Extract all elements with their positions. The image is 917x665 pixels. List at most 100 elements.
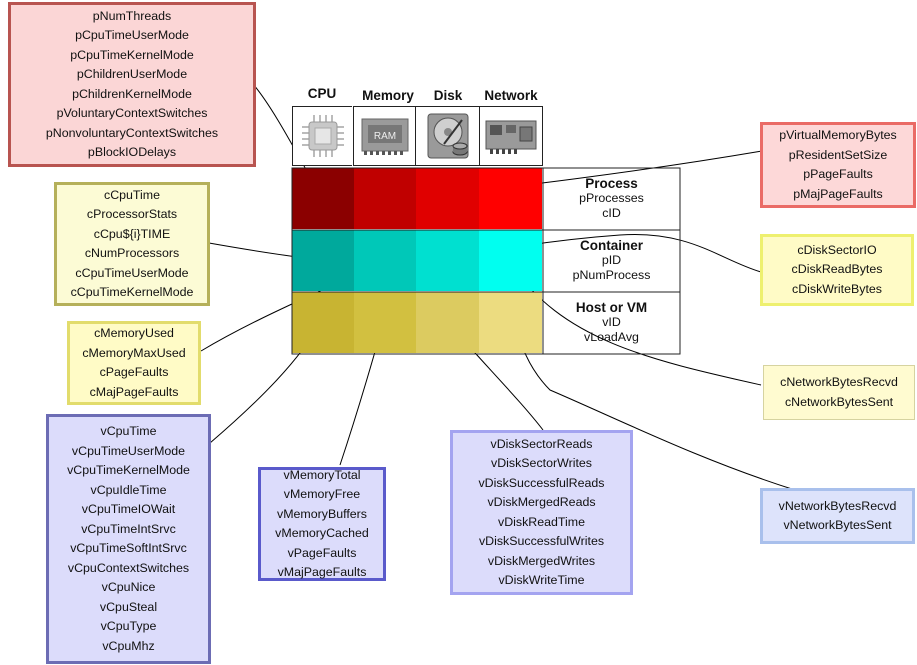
metric-item: cCpuTimeUserMode (75, 265, 189, 280)
metrics-box-container-network: cNetworkBytesRecvd cNetworkBytesSent (763, 365, 915, 420)
metric-item: vCpuTimeSoftIntSrvc (70, 541, 187, 555)
column-header-cpu: CPU (307, 86, 337, 101)
cpu-cell (292, 106, 352, 166)
metric-item: cDiskReadBytes (791, 262, 883, 277)
metric-item: vDiskSectorWrites (491, 456, 592, 470)
cell-host-disk (416, 292, 479, 353)
metric-item: vCpuTimeKernelMode (67, 463, 190, 477)
cell-container-memory (354, 230, 417, 291)
disk-cell (415, 106, 479, 166)
cell-container-disk (416, 230, 479, 291)
metric-item: cNetworkBytesRecvd (780, 375, 898, 389)
metric-item: vNetworkBytesRecvd (778, 498, 897, 513)
cpu-chip-icon (301, 115, 344, 157)
row-label-process: Process pProcesses cID (543, 176, 680, 221)
metric-item: cProcessorStats (86, 207, 178, 221)
metric-item: cCpuTimeKernelMode (70, 285, 194, 299)
metric-item: pCpuTimeUserMode (75, 28, 189, 42)
row-title-process: Process (585, 176, 638, 191)
metric-item: cNumProcessors (84, 246, 180, 260)
cell-process-disk (416, 168, 479, 229)
cell-process-network (479, 168, 542, 229)
metric-item: cMemoryMaxUsed (82, 345, 186, 360)
metric-item: vCpuTimeIntSrvc (81, 521, 176, 536)
metric-item: vCpuSteal (99, 599, 158, 614)
metric-item: vDiskWriteTime (498, 573, 585, 587)
metrics-box-container-disk: cDiskSectorIO cDiskReadBytes cDiskWriteByt… (760, 234, 914, 306)
cell-process-cpu (292, 168, 355, 229)
row-line: pID (601, 253, 622, 267)
metric-item: vCpuType (100, 619, 157, 633)
metric-item: vNetworkBytesSent (783, 518, 892, 532)
metric-item: pNonvoluntaryContextSwitches (45, 125, 219, 140)
metric-item: pMajPageFaults (793, 186, 883, 201)
network-card-icon (485, 120, 537, 154)
metric-item: pBlockIODelays (87, 145, 177, 159)
hard-disk-icon (427, 113, 468, 159)
metric-item: vMemoryFree (283, 487, 361, 501)
metric-item: pCpuTimeKernelMode (70, 47, 194, 62)
row-label-host: Host or VM vID vLoadAvg (543, 300, 680, 345)
row-line: cID (602, 206, 621, 220)
cell-host-network (479, 292, 542, 353)
column-header-memory: Memory (362, 88, 414, 103)
metric-item: pVoluntaryContextSwitches (56, 106, 208, 120)
metric-item: vCpuContextSwitches (67, 560, 190, 575)
metric-item: vMajPageFaults (277, 565, 367, 579)
metric-item: cCpuTime (104, 187, 160, 202)
metric-item: vCpuTimeUserMode (71, 443, 186, 458)
metric-item: vMemoryCached (275, 526, 369, 540)
ram-icon-label: RAM (373, 131, 395, 142)
metrics-box-host-network: vNetworkBytesRecvd vNetworkBytesSent (760, 488, 915, 544)
metric-item: vMemoryTotal (283, 467, 361, 482)
metric-item: vDiskMergedWrites (487, 553, 596, 568)
metric-item: cDiskWriteBytes (792, 281, 882, 296)
row-line: pProcesses (579, 191, 644, 205)
metric-item: vCpuTimeIOWait (81, 502, 176, 516)
metric-item: pVirtualMemoryBytes (779, 128, 897, 142)
column-header-disk: Disk (433, 88, 463, 103)
row-line: pNumProcess (572, 268, 651, 282)
row-label-container: Container pID pNumProcess (543, 238, 680, 283)
metric-item: vPageFaults (287, 545, 357, 560)
metric-item: vCpuTime (100, 424, 157, 438)
metrics-box-host-cpu: vCpuTime vCpuTimeUserMode vCpuTimeKernelMo… (46, 414, 211, 664)
metric-item: pChildrenKernelMode (72, 86, 192, 101)
memory-cell: RAM (353, 106, 415, 166)
row-title-host: Host or VM (575, 300, 648, 315)
row-title-container: Container (579, 238, 643, 253)
metrics-box-container-cpu: cCpuTime cProcessorStats cCpu${i}TIME cNumP… (54, 182, 210, 306)
cell-container-cpu (292, 230, 355, 291)
metric-item: vMemoryBuffers (277, 506, 367, 521)
cell-container-network (479, 230, 542, 291)
metric-item: vDiskReadTime (498, 514, 585, 529)
metric-item: vCpuIdleTime (90, 482, 167, 497)
metric-item: pResidentSetSize (788, 147, 888, 162)
ram-module-icon: RAM (361, 118, 408, 155)
cell-process-memory (354, 168, 417, 229)
metric-item: cMajPageFaults (89, 384, 179, 399)
metrics-box-host-memory: vMemoryTotal vMemoryFree vMemoryBuffers vMe… (258, 467, 386, 581)
metric-item: pNumThreads (92, 8, 172, 23)
metric-item: vDiskSuccessfulReads (478, 475, 605, 490)
metric-item: cMemoryUsed (94, 326, 174, 340)
metric-item: vCpuNice (101, 580, 156, 594)
metric-item: vCpuMhz (102, 638, 155, 653)
metric-item: cDiskSectorIO (797, 242, 877, 257)
network-cell (479, 106, 543, 166)
metric-item: vDiskMergedReads (487, 495, 596, 509)
metrics-box-host-disk: vDiskSectorReads vDiskSectorWrites vDiskSu… (450, 430, 633, 595)
row-line: vLoadAvg (584, 330, 639, 344)
metric-item: vDiskSectorReads (490, 436, 593, 451)
metric-item: cNetworkBytesSent (784, 394, 894, 409)
metric-item: cCpu${i}TIME (93, 226, 171, 241)
metrics-box-process-cpu: pNumThreads pCpuTimeUserMode pCpuTimeKerne… (8, 2, 256, 167)
metric-item: pChildrenUserMode (76, 67, 188, 81)
column-header-network: Network (484, 88, 538, 103)
metric-item: cPageFaults (99, 365, 169, 379)
cell-host-memory (354, 292, 417, 353)
cell-host-cpu (292, 292, 355, 353)
metrics-box-container-memory: cMemoryUsed cMemoryMaxUsed cPageFaults cMaj… (67, 321, 201, 405)
row-line: vID (602, 315, 621, 329)
